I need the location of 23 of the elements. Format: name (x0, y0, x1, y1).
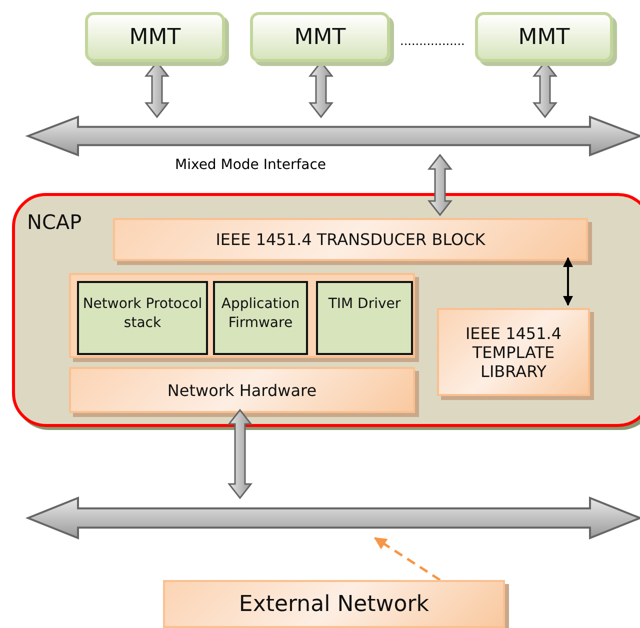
arrow (374, 536, 441, 582)
bus-arrow (28, 117, 640, 155)
box-label: Network Hardware (167, 380, 317, 400)
container-title: NCAP (27, 210, 82, 234)
box-label: Network Protocol stack (82, 295, 204, 333)
ellipsis-label: ................. (400, 34, 465, 48)
arrow (563, 257, 573, 306)
box-label: Application Firmware (220, 295, 301, 333)
module-box (213, 281, 308, 355)
module-box (77, 281, 208, 355)
box-label: IEEE 1451.4 TEMPLATE LIBRARY (464, 324, 563, 380)
box-label: MMT (294, 24, 346, 50)
box-label: IEEE 1451.4 TRANSDUCER BLOCK (216, 230, 486, 249)
module-box (316, 281, 413, 355)
bus-label: Mixed Mode Interface (175, 157, 326, 173)
box-label: MMT (129, 24, 181, 50)
box-label: TIM Driver (328, 295, 401, 314)
block-arrow (427, 154, 453, 216)
block-arrow (227, 408, 253, 500)
box-label: MMT (518, 24, 570, 50)
container-box (12, 193, 640, 427)
bus-arrow (28, 498, 640, 538)
box-label: External Network (238, 592, 430, 616)
